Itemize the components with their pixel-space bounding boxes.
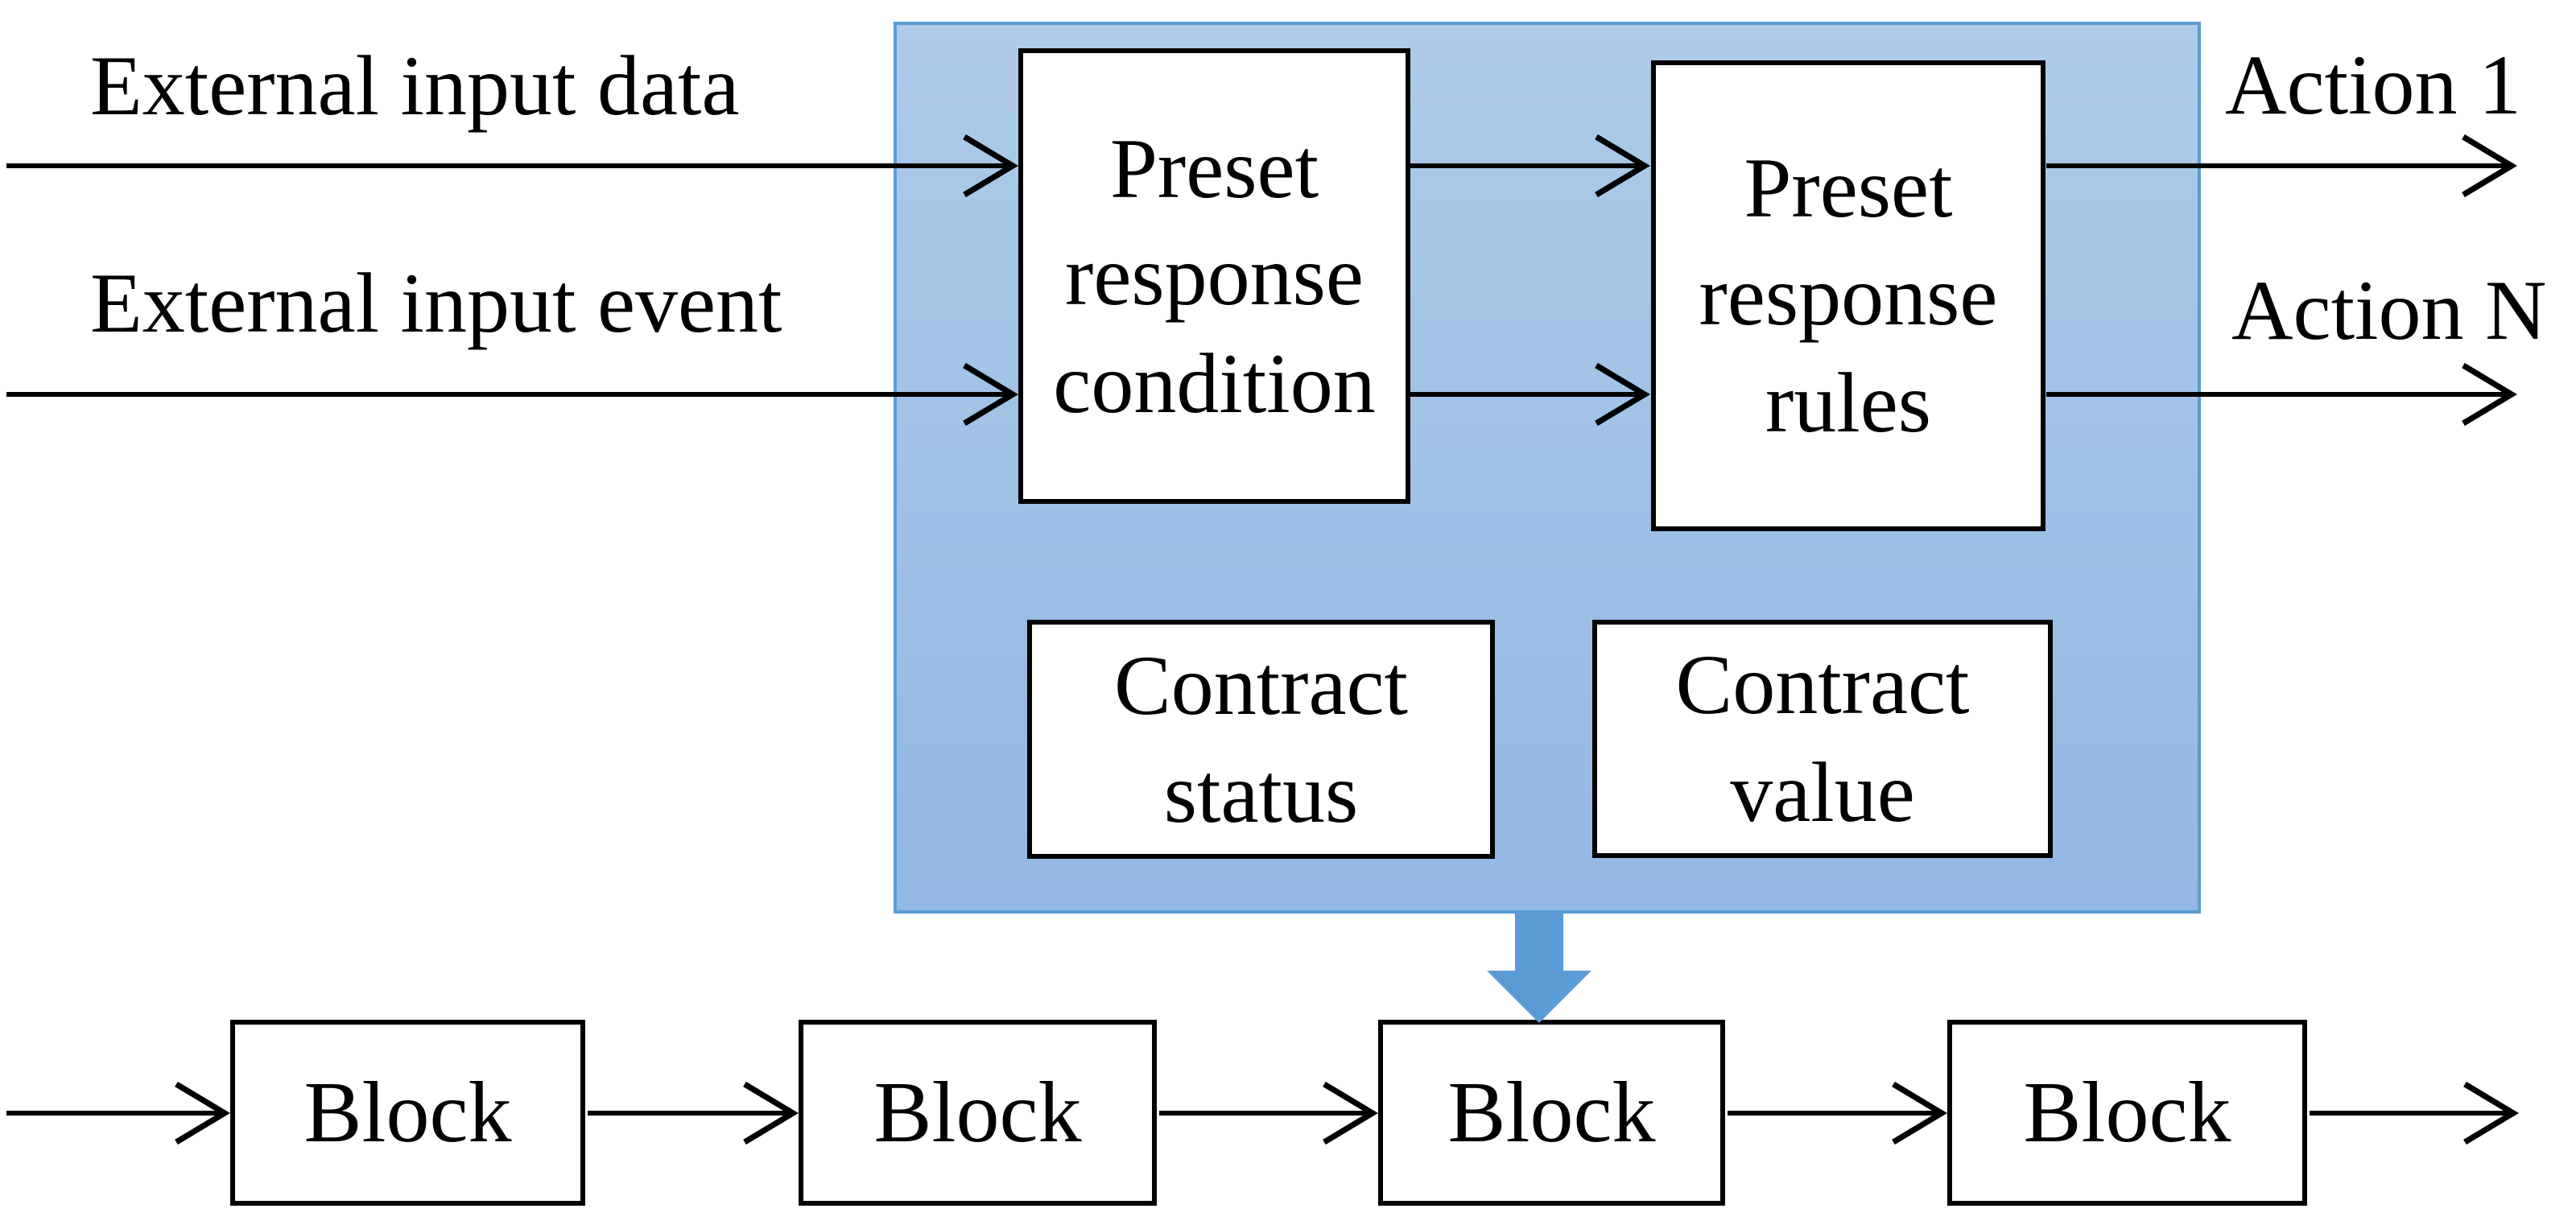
block-4-label: Block [2023, 1064, 2231, 1161]
blockchain-block-4: Block [1947, 1020, 2307, 1206]
action-n-label: Action N [2231, 263, 2547, 357]
block-3-label: Block [1447, 1064, 1656, 1161]
external-input-data-label: External input data [90, 39, 740, 133]
preset-response-rules-label: Preset response rules [1699, 141, 1998, 451]
block-1-label: Block [303, 1064, 512, 1161]
preset-response-condition-label: Preset response condition [1053, 121, 1376, 431]
preset-response-rules-box: Preset response rules [1651, 60, 2046, 531]
contract-value-box: Contract value [1592, 620, 2053, 858]
preset-response-condition-box: Preset response condition [1018, 48, 1410, 504]
contract-status-box: Contract status [1027, 620, 1495, 859]
contract-status-label: Contract status [1114, 637, 1408, 840]
external-input-event-label: External input event [90, 256, 782, 350]
blockchain-block-2: Block [799, 1020, 1157, 1206]
contract-to-block-down-arrow [1487, 910, 1591, 1023]
blockchain-block-1: Block [230, 1020, 585, 1206]
action-1-label: Action 1 [2225, 38, 2521, 132]
blockchain-block-3: Block [1378, 1020, 1725, 1206]
contract-value-label: Contract value [1675, 637, 1970, 839]
block-2-label: Block [873, 1064, 1082, 1161]
